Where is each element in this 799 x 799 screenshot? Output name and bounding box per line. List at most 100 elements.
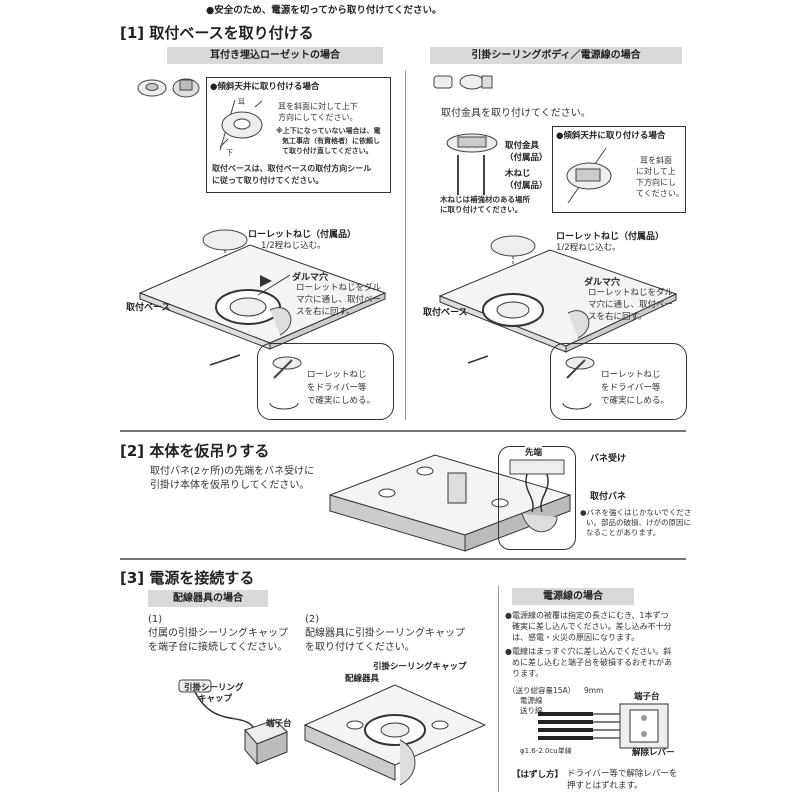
cap-label-2: キャップ [198, 694, 233, 704]
capacity-label: （送り総容量15A） [508, 686, 576, 695]
step2-text-2: を取り付けてください。 [305, 642, 415, 653]
power-note1-2: 確実に差し込んでください。差し込み不十分 [512, 622, 672, 631]
wire-spec: φ1.6-2.0cu単線 [520, 747, 572, 755]
left-detail-screw [269, 356, 302, 410]
release-lever-label: 解除レバー [632, 748, 675, 758]
wiring-header: 配線器具の場合 [148, 590, 268, 607]
right-bracket-note: 取付金具を取り付けてください。 [441, 108, 591, 119]
right-slope-box [552, 126, 686, 213]
s2-warning-1: ●バネを強くはじかないでくださ [580, 508, 692, 517]
power-header: 電源線の場合 [512, 588, 634, 605]
left-detail-bubble [257, 343, 394, 420]
left-detail-1: ローレットねじ [307, 370, 367, 380]
right-knurl-sub: 1/2程ねじ込む。 [556, 243, 621, 253]
s2-warning-3: なることがあります。 [586, 528, 661, 537]
separator-2 [120, 558, 686, 560]
right-detail-bubble [550, 343, 687, 420]
left-detail-2: をドライバー等 [307, 383, 367, 393]
spring-seat-label: バネ受け [590, 454, 627, 464]
power-note2-1: ●電線はまっすぐ穴に差し込んでください。斜 [505, 647, 672, 656]
bracket-diagram [446, 133, 498, 195]
right-ear-4: てください。 [636, 189, 684, 198]
left-box-title: ●傾斜天井に取り付ける場合 [210, 82, 320, 92]
power-note2-3: ります。 [512, 669, 544, 678]
s1-right-header: 引掛シーリングボディ／電源線の場合 [430, 47, 682, 64]
s2-warning-2: い。部品の破損、けがの原因に [586, 518, 691, 527]
left-install-diagram [138, 229, 387, 366]
separator-1 [120, 430, 686, 432]
right-detail-screw [562, 356, 595, 410]
removal-text-2: 押すとはずれます。 [567, 781, 643, 791]
right-daruma-1: ローレットねじをダル [588, 288, 674, 298]
step1-text-2: を端子台に接続してください。 [148, 642, 288, 653]
left-slope-box [206, 77, 391, 193]
right-daruma-2: マ穴に通し、取付ベー [588, 300, 674, 310]
s1-left-header: 耳付き埋込ローゼットの場合 [167, 47, 383, 64]
base-note-1: 取付ベースは、取付ベースの取付方向シール [212, 164, 372, 173]
section1-title: [1] 取付ベースを取り付ける [120, 24, 314, 42]
ceiling-body-icons [433, 74, 493, 90]
screw-label-2: （付属品） [505, 181, 548, 191]
right-ear-3: 下方向にし [636, 178, 676, 187]
rosette-icons [137, 78, 200, 98]
right-detail-3: で確実にしめる。 [601, 396, 670, 406]
step2-num: (2) [305, 614, 320, 625]
section2-title: [2] 本体を仮吊りする [120, 442, 270, 460]
cap-terminal-diagram [178, 679, 288, 766]
bracket-label-2: （付属品） [505, 153, 548, 163]
right-base-label: 取付ベース [423, 308, 468, 318]
s2-body-diagram [328, 454, 572, 552]
right-slope-diagram [566, 147, 612, 204]
power-note1-3: は、感電・火災の原因になります。 [512, 633, 640, 642]
bracket-label-1: 取付金具 [505, 141, 540, 151]
left-knurl-sub: 1/2程ねじ込む。 [261, 241, 326, 251]
step1-text-1: 付属の引掛シーリングキャップ [148, 628, 288, 639]
spring-detail-diagram [509, 459, 565, 533]
right-ear-2: に対して上 [636, 167, 676, 176]
right-detail-2: をドライバー等 [601, 383, 661, 393]
right-daruma-title: ダルマ穴 [584, 278, 621, 288]
ear-label: 耳 [238, 98, 245, 106]
slope-rosette-diagram [219, 99, 263, 151]
left-note-2: 気工事店（有資格者）に依頼し [282, 137, 380, 145]
step2-text-1: 配線器具に引掛シーリングキャップ [305, 628, 465, 639]
left-base-label: 取付ベース [126, 303, 171, 313]
left-ear-text-2: 方向にしてください。 [278, 113, 358, 122]
section3-divider [498, 586, 499, 792]
cap-label-1: 引掛シーリング [184, 683, 244, 693]
step1-num: (1) [148, 614, 163, 625]
tip-label: 先端 [525, 446, 543, 458]
left-daruma-3: スを右に回す。 [296, 307, 355, 317]
power-wire-label: 電源線 [520, 696, 543, 705]
right-box-title: ●傾斜天井に取り付ける場合 [556, 131, 666, 141]
safety-notice: ●安全のため、電源を切ってから取り付けてください。 [206, 5, 442, 16]
left-daruma-1: ローレットねじをダル [296, 283, 382, 293]
left-note-3: て取り付け直してください。 [282, 147, 373, 155]
right-daruma-3: スを右に回す。 [588, 312, 647, 322]
right-install-diagram [438, 235, 678, 364]
power-note2-2: めに差し込むと端子台を破損するおそれがあ [512, 658, 672, 667]
base-note-2: に従って取り付けてください。 [212, 176, 324, 185]
terminal-label-left: 端子台 [266, 719, 292, 729]
left-note-1: ※上下になっていない場合は、電 [276, 127, 381, 135]
lower-arrow-label: 下 [226, 149, 233, 157]
left-daruma-title: ダルマ穴 [292, 273, 329, 283]
s2-text-2: 引掛け本体を仮吊りしてください。 [150, 480, 310, 491]
right-ear-1: 耳を斜面 [640, 156, 672, 165]
right-knurl-title: ローレットねじ（付属品） [556, 232, 665, 242]
terminal-wiring-diagram [538, 703, 669, 749]
wiring-install-diagram [303, 684, 487, 786]
wiring-label: 配線器具 [345, 674, 380, 684]
left-knurl-title: ローレットねじ（付属品） [248, 230, 357, 240]
terminal-label-right: 端子台 [634, 692, 660, 702]
power-note1-1: ●電源線の被覆は指定の長さにむき、1本ずつ [505, 611, 669, 620]
cap-label2: 引掛シーリングキャップ [373, 662, 467, 672]
s2-text-1: 取付バネ(2ヶ所)の先端をバネ受けに [150, 466, 315, 477]
removal-label: 【はずし方】 [512, 770, 564, 780]
strip-length: 9mm [584, 686, 604, 695]
removal-text-1: ドライバー等で解除レバーを [567, 769, 678, 779]
section3-title: [3] 電源を接続する [120, 569, 255, 587]
right-detail-1: ローレットねじ [601, 370, 661, 380]
left-ear-text-1: 耳を斜面に対して上下 [278, 102, 358, 111]
section1-divider [405, 70, 406, 420]
